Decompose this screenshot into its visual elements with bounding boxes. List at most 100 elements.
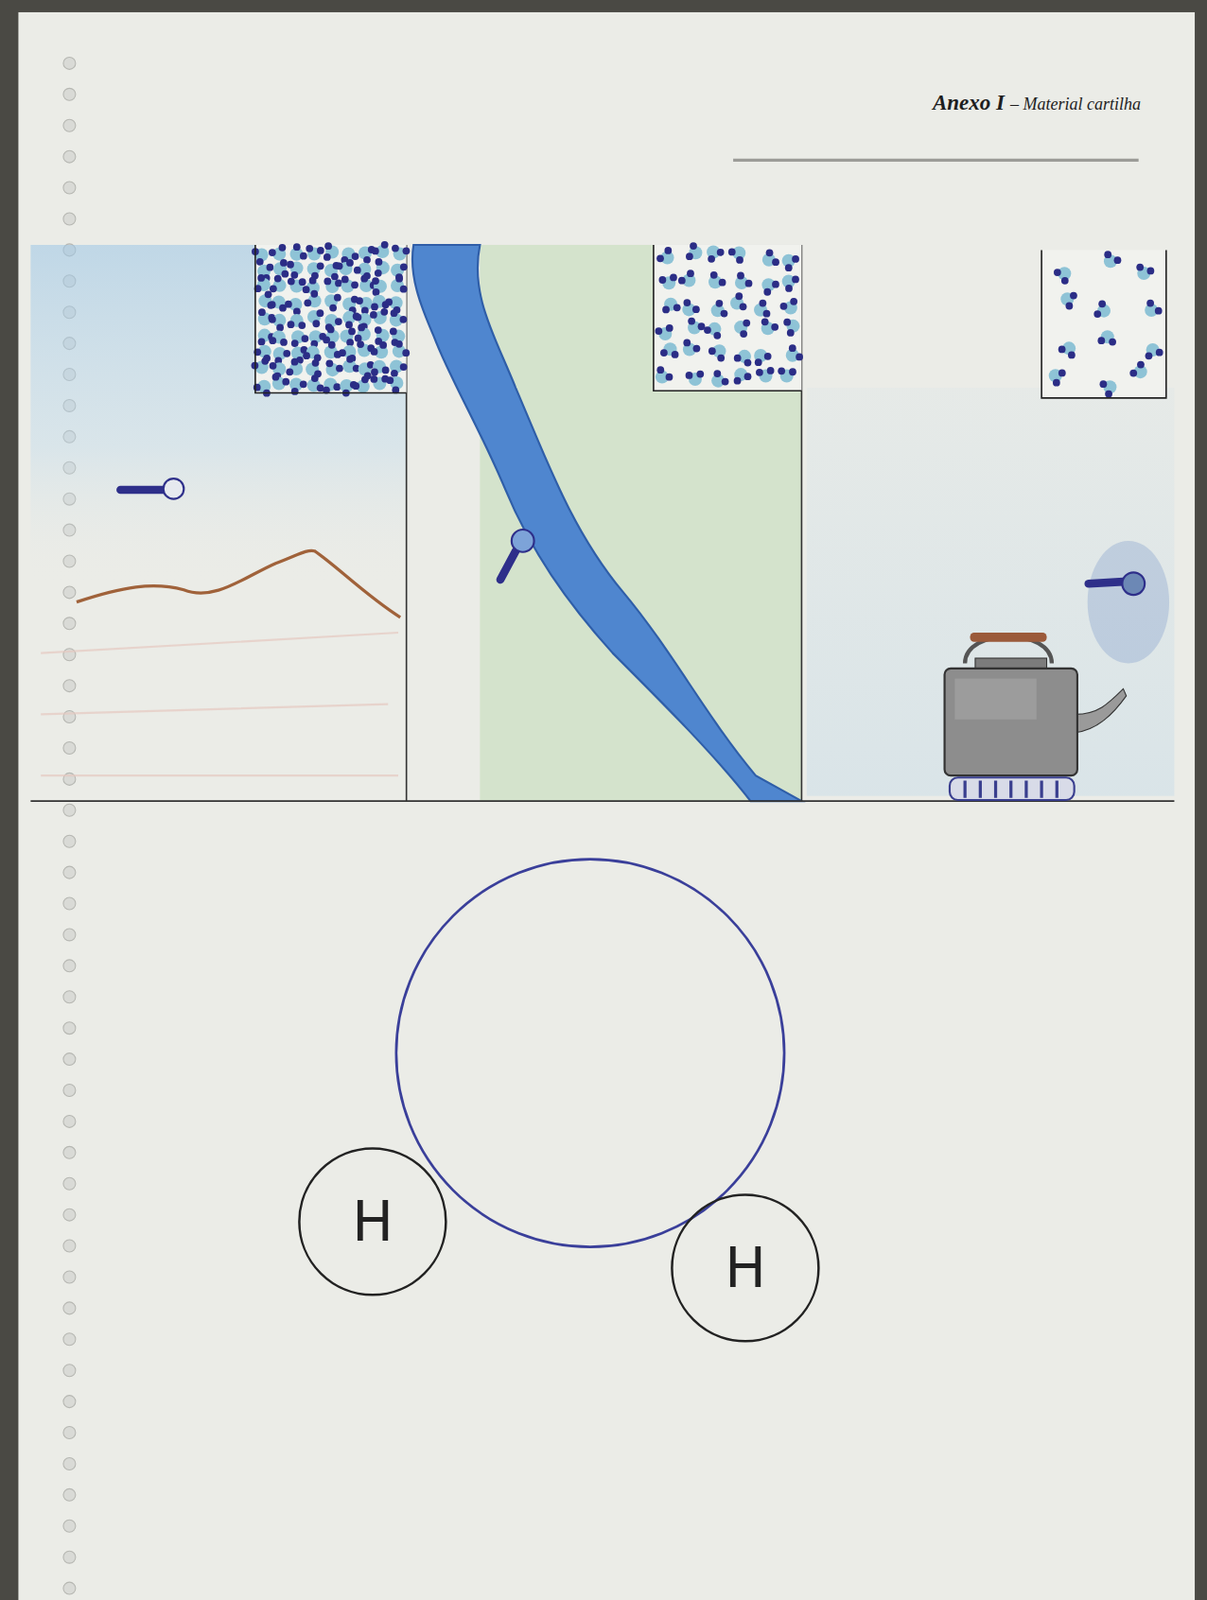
water-molecule	[1100, 380, 1118, 398]
water-molecule	[660, 342, 679, 358]
water-molecule	[284, 297, 302, 315]
circle-outline	[672, 1195, 820, 1343]
water-molecule	[734, 367, 753, 385]
water-molecule	[682, 339, 700, 357]
water-molecule	[753, 349, 771, 367]
spiral-hole	[63, 1364, 76, 1378]
water-molecule	[324, 294, 342, 313]
water-molecule	[711, 299, 729, 317]
spiral-hole	[63, 1427, 76, 1440]
water-molecule	[734, 272, 753, 290]
water-molecule	[762, 248, 780, 266]
water-molecule	[1144, 299, 1162, 317]
water-molecule	[1129, 361, 1147, 379]
atom-symbol: H	[351, 1194, 394, 1250]
water-molecule	[682, 298, 700, 316]
mountain-line	[76, 550, 401, 618]
kettle	[944, 632, 1127, 776]
water-molecule	[258, 308, 276, 326]
spiral-hole	[63, 804, 76, 817]
water-molecule	[783, 318, 800, 337]
water-molecule	[273, 347, 291, 365]
molecule-box	[1041, 249, 1167, 398]
spiral-hole	[63, 87, 76, 101]
spiral-hole	[63, 1333, 76, 1347]
spiral-hole	[63, 56, 76, 70]
water-molecule	[734, 319, 751, 338]
water-molecule	[268, 244, 286, 262]
water-molecule	[370, 360, 389, 377]
water-molecule	[371, 241, 389, 259]
water-molecule	[782, 254, 800, 272]
spiral-hole	[63, 960, 76, 973]
water-molecule	[706, 244, 724, 263]
water-molecule	[1103, 250, 1121, 268]
running-header: Anexo I– Material cartilha	[932, 90, 1141, 116]
water-molecule	[1058, 341, 1076, 359]
header-rule	[733, 158, 1139, 162]
spiral-hole	[63, 1084, 76, 1098]
water-molecule	[322, 326, 340, 345]
spiral-hole	[63, 1177, 76, 1190]
spiral-hole	[63, 1115, 76, 1128]
water-molecule	[753, 299, 770, 318]
water-molecule	[685, 242, 702, 261]
water-molecule	[374, 258, 390, 278]
spiral-hole	[63, 1053, 76, 1067]
atom-circle: H	[297, 1146, 449, 1298]
water-molecule	[305, 244, 324, 262]
water-molecule	[286, 261, 303, 280]
water-molecule	[369, 375, 389, 391]
water-molecule	[371, 277, 387, 297]
spiral-hole	[63, 119, 76, 132]
spiral-hole	[63, 1396, 76, 1409]
water-molecule	[303, 290, 321, 308]
water-molecule	[291, 330, 309, 348]
water-molecule	[273, 259, 289, 279]
water-molecule	[325, 359, 343, 377]
water-molecule	[354, 324, 371, 343]
atom-symbol: H	[724, 1241, 767, 1296]
water-molecule	[251, 247, 269, 266]
water-molecule	[389, 309, 407, 327]
water-molecule	[703, 322, 721, 340]
ground-sketch	[40, 632, 399, 776]
spiral-hole	[63, 741, 76, 754]
burner	[949, 777, 1075, 801]
water-molecule	[1136, 263, 1155, 280]
water-molecule	[341, 276, 359, 294]
water-molecule	[1053, 266, 1071, 284]
steam-shading	[806, 387, 1175, 797]
spiral-hole	[63, 1488, 76, 1502]
water-molecule	[687, 317, 705, 335]
water-molecule	[708, 344, 726, 362]
sky-shading	[30, 244, 406, 582]
water-molecule	[254, 274, 271, 293]
water-molecule	[782, 274, 800, 292]
water-molecule	[251, 357, 270, 375]
oxygen-atom	[396, 859, 785, 1248]
molecule-box	[653, 242, 804, 391]
annex-title: – Material cartilha	[1010, 94, 1141, 115]
water-molecule	[324, 341, 342, 359]
water-molecule	[678, 269, 696, 287]
spiral-hole	[63, 617, 76, 630]
water-molecule	[389, 360, 407, 378]
water-molecule	[654, 324, 673, 341]
water-molecule	[268, 295, 287, 312]
water-molecule	[1060, 292, 1078, 311]
water-molecule	[711, 369, 729, 387]
spiral-hole	[63, 150, 76, 163]
spiral-hole	[63, 897, 76, 910]
water-molecule	[780, 297, 798, 315]
water-molecule	[662, 297, 681, 315]
spiral-hole	[63, 586, 76, 599]
water-molecule	[1049, 368, 1067, 386]
water-molecule	[392, 340, 410, 358]
spiral-hole	[63, 1551, 76, 1564]
water-molecule	[1145, 343, 1164, 360]
spiral-hole	[63, 1208, 76, 1222]
molecule-boxes	[251, 241, 1167, 399]
water-molecule	[322, 377, 341, 394]
water-molecule	[323, 277, 342, 294]
